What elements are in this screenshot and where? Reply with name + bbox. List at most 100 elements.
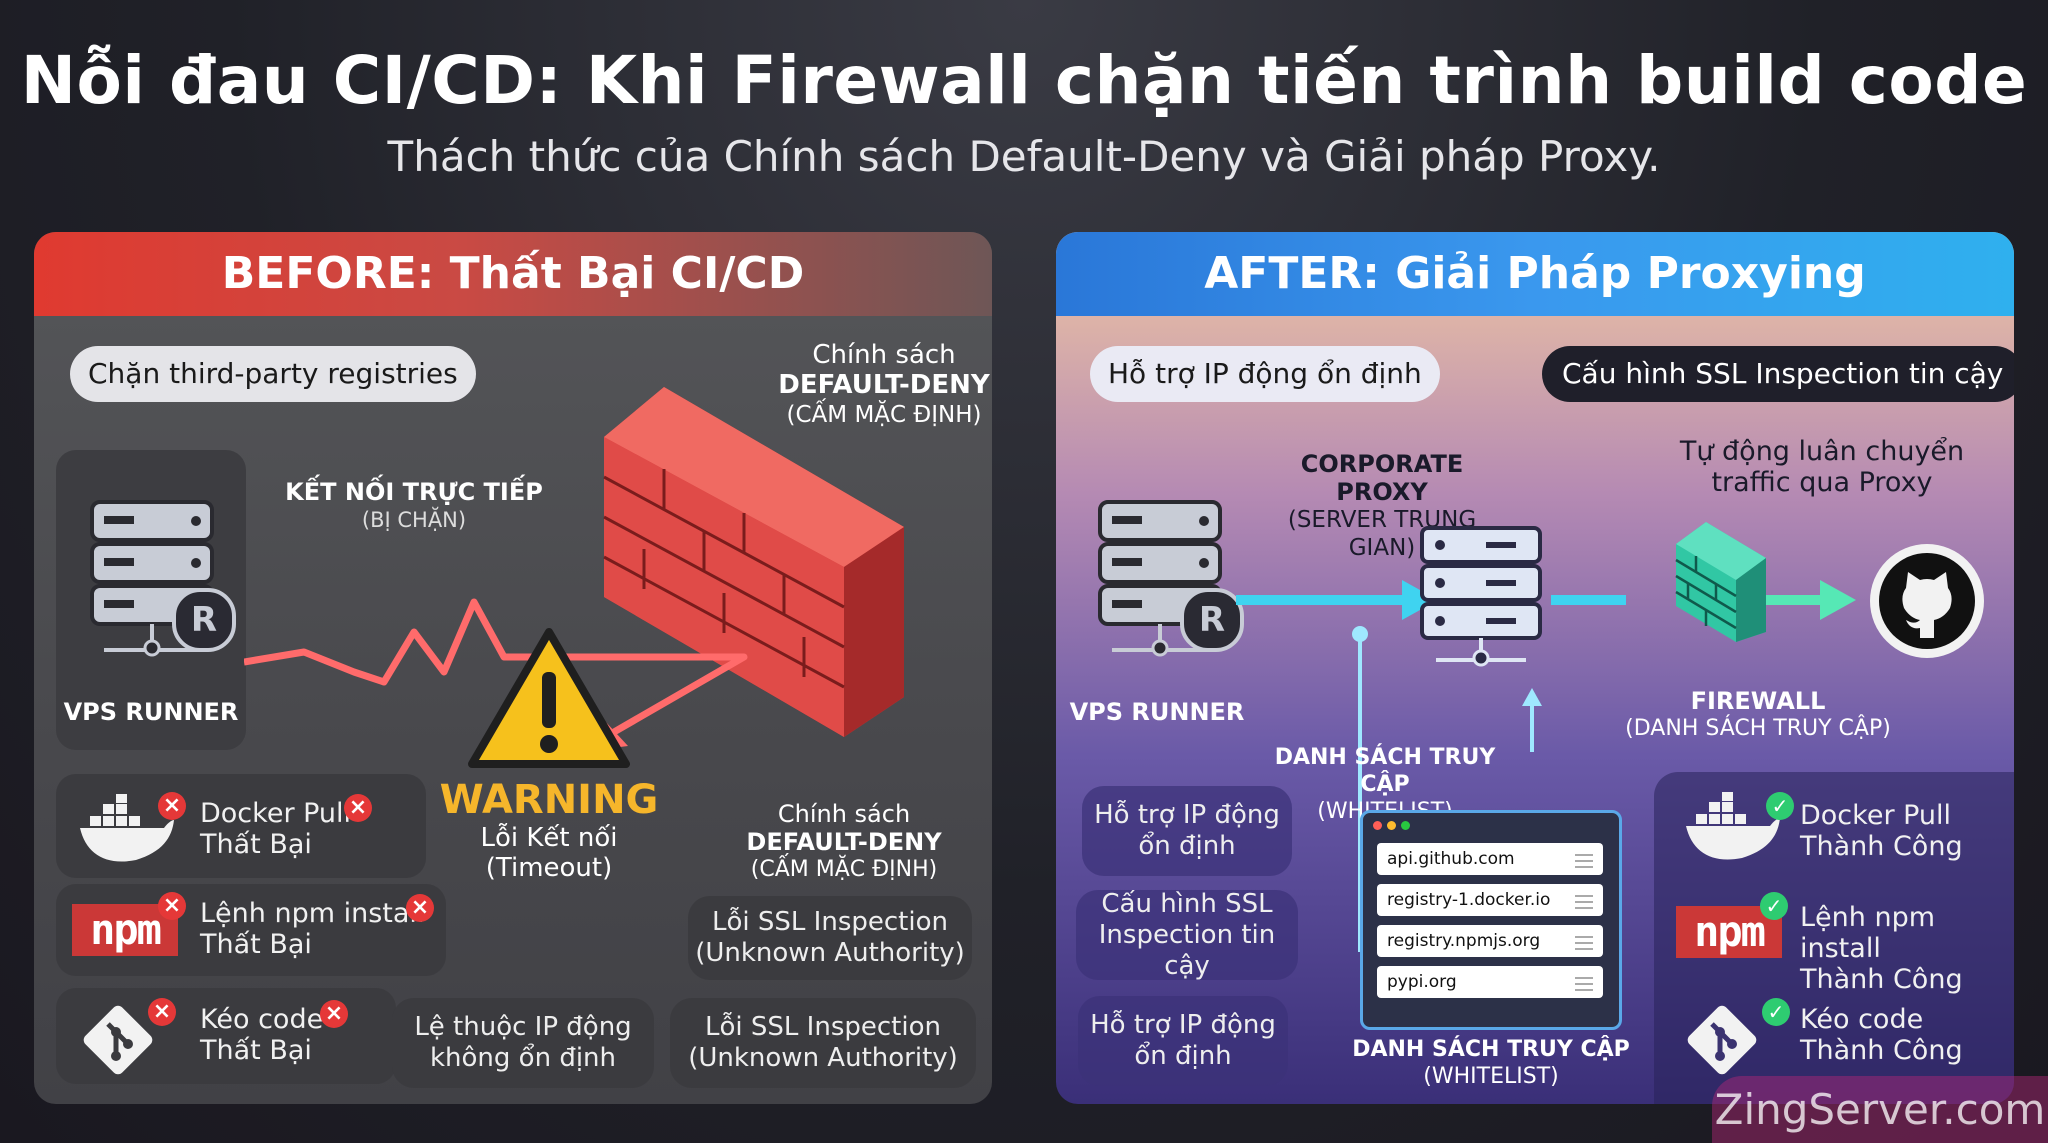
git-clone-fail-line1: Kéo code [200,1004,324,1035]
fail-x-icon: × [158,892,186,920]
success-check-icon: ✓ [1760,892,1788,920]
policy-bottom-line3: (CẤM MẶC ĐỊNH) [750,857,938,882]
npm-install-success-line1: Lệnh npm install [1800,902,1936,964]
policy-bottom-line2: DEFAULT-DENY [746,828,942,856]
whitelist-entry-text: registry.npmjs.org [1387,931,1541,951]
npm-install-fail-text: Lệnh npm install Thất Bại [200,898,424,960]
dynamic-ip-card: Lệ thuộc IP động không ổn định [392,998,654,1088]
docker-pull-success-line2: Thành Công [1800,831,1963,862]
warning-title: WARNING [439,777,659,823]
page-title: Nỗi đau CI/CD: Khi Firewall chặn tiến tr… [20,42,2028,119]
git-icon [83,1005,153,1075]
success-check-icon: ✓ [1762,998,1790,1026]
whitelist-top-line1: DANH SÁCH TRUY CẬP [1274,745,1496,797]
whitelist-entry-text: registry-1.docker.io [1387,890,1551,910]
policy-top-line2: DEFAULT-DENY [778,370,990,400]
git-clone-fail-line2: Thất Bại [200,1035,312,1066]
policy-top-line3: (CẤM MẶC ĐỊNH) [786,402,982,428]
warning-line1: Lỗi Kết nối [480,823,618,853]
watermark: ZingServer.com [1712,1076,2048,1143]
auto-route-label: Tự động luân chuyển traffic qua Proxy [1672,436,1972,498]
npm-install-fail-line2: Thất Bại [200,929,312,960]
npm-install-fail-line1: Lệnh npm install [200,898,425,929]
fail-x-icon: × [148,998,176,1026]
after-card-2-line2: Inspection tin cậy [1098,919,1276,981]
fail-x-icon: × [406,894,434,922]
server-icon [90,500,214,657]
connection-line1: KẾT NỐI TRỰC TIẾP [285,478,543,506]
whitelist-entry: registry.npmjs.org [1377,925,1603,957]
npm-logo-icon: npm [72,904,178,956]
firewall-line1: FIREWALL [1690,687,1826,715]
firewall-line2: (DANH SÁCH TRUY CẬP) [1625,716,1891,741]
auto-route-line2: traffic qua Proxy [1711,467,1933,498]
policy-bottom-label: Chính sách DEFAULT-DENY (CẤM MẶC ĐỊNH) [694,800,992,884]
ssl-error-1-line2: (Unknown Authority) [695,938,965,968]
docker-pull-success-line1: Docker Pull [1800,800,1952,831]
whitelist-entry-text: pypi.org [1387,972,1457,992]
whitelist-label-bottom: DANH SÁCH TRUY CẬP (WHITELIST) [1346,1036,1636,1090]
whitelist-entry-text: api.github.com [1387,849,1515,869]
before-panel: BEFORE: Thất Bại CI/CD Chặn third-party … [34,232,992,1104]
git-clone-fail-text: Kéo code Thất Bại [200,1004,323,1066]
proxy-line1: CORPORATE PROXY [1300,450,1464,506]
warning-icon [468,628,630,768]
git-clone-success-line2: Thành Công [1800,1035,1963,1066]
policy-bottom-line1: Chính sách [777,800,911,828]
registry-r-icon: R [172,588,236,652]
connection-line2: (BỊ CHẶN) [361,508,467,532]
ssl-error-2-line1: Lỗi SSL Inspection [705,1012,941,1042]
brick-wall-icon [603,387,904,737]
after-card-1-line2: ổn định [1138,831,1236,861]
docker-pull-fail-line1: Docker Pull [200,798,352,829]
github-cat-glyph [1879,553,1975,649]
drag-handle-icon [1575,854,1593,868]
whitelist-window: api.github.com registry-1.docker.io regi… [1360,810,1622,1030]
docker-icon [80,794,174,862]
ssl-error-card-1: Lỗi SSL Inspection (Unknown Authority) [688,896,972,980]
drag-handle-icon [1575,895,1593,909]
docker-icon [1686,792,1780,860]
success-check-icon: ✓ [1766,792,1794,820]
warning-label: WARNING Lỗi Kết nối (Timeout) [424,777,674,883]
npm-install-success-text: Lệnh npm install Thành Công [1800,902,2014,995]
before-heading: BEFORE: Thất Bại CI/CD [34,232,992,316]
github-icon [1870,544,1984,658]
registry-r-icon: R [1180,588,1244,652]
docker-pull-success-text: Docker Pull Thành Công [1800,800,1963,862]
after-card-3-line2: ổn định [1134,1041,1232,1071]
firewall-label: FIREWALL (DANH SÁCH TRUY CẬP) [1608,688,1908,742]
blocked-registries-tag: Chặn third-party registries [70,346,476,402]
firewall-icon [1675,522,1766,642]
before-runner-label: VPS RUNNER [63,698,239,726]
dynamic-ip-line1: Lệ thuộc IP động [414,1012,632,1042]
after-card-dynamic-ip-2: Hỗ trợ IP động ổn định [1078,996,1288,1086]
whitelist-bottom-line2: (WHITELIST) [1423,1064,1559,1089]
after-card-1-line1: Hỗ trợ IP động [1094,800,1280,830]
after-card-ssl: Cấu hình SSL Inspection tin cậy [1076,889,1298,981]
fail-x-icon: × [158,792,186,820]
window-maximize-dot [1401,821,1410,830]
page-subtitle: Thách thức của Chính sách Default-Deny v… [387,132,1661,181]
after-heading: AFTER: Giải Pháp Proxying [1056,232,2014,316]
after-card-3-line1: Hỗ trợ IP động [1090,1010,1276,1040]
window-minimize-dot [1387,821,1396,830]
after-card-dynamic-ip-1: Hỗ trợ IP động ổn định [1082,786,1292,876]
whitelist-entry: registry-1.docker.io [1377,884,1603,916]
npm-install-success-line2: Thành Công [1800,964,1963,995]
git-clone-success-line1: Kéo code [1800,1004,1924,1035]
fail-x-icon: × [320,1000,348,1028]
whitelist-bottom-line1: DANH SÁCH TRUY CẬP [1352,1037,1630,1062]
ssl-error-2-line2: (Unknown Authority) [688,1043,958,1073]
policy-top-line1: Chính sách [812,340,956,370]
dynamic-ip-tag: Hỗ trợ IP động ổn định [1090,346,1440,402]
after-panel: AFTER: Giải Pháp Proxying Hỗ trợ IP động… [1056,232,2014,1104]
warning-line2: (Timeout) [485,853,613,883]
dynamic-ip-line2: không ổn định [429,1043,617,1073]
direct-connection-label: KẾT NỐI TRỰC TIẾP (BỊ CHẶN) [264,478,564,534]
ssl-error-1-line1: Lỗi SSL Inspection [712,907,948,937]
policy-top-label: Chính sách DEFAULT-DENY (CẤM MẶC ĐỊNH) [714,340,992,430]
after-runner-label: VPS RUNNER [1069,698,1245,726]
docker-pull-fail-text: Docker Pull Thất Bại [200,798,351,860]
git-icon [1687,1005,1757,1075]
